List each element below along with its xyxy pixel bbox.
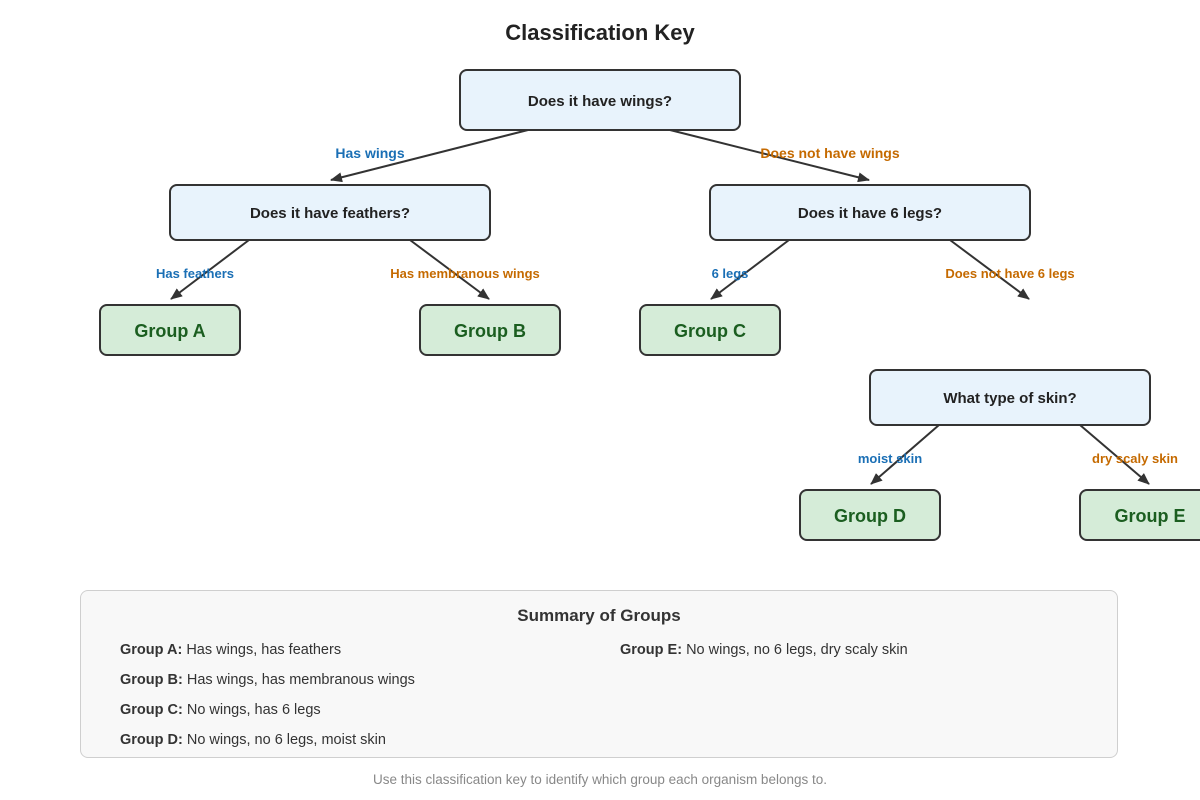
summary-item-desc: Has wings, has feathers <box>186 642 342 658</box>
summary-item-name: Group D: <box>120 732 183 748</box>
summary-item-group-a: Group A: Has wings, has feathers <box>120 642 341 658</box>
summary-item-name: Group B: <box>120 672 183 688</box>
page-title: Classification Key <box>505 20 695 45</box>
node-label: Does it have feathers? <box>250 205 410 222</box>
edge-membranous <box>409 239 490 300</box>
summary-item-name: Group E: <box>620 642 683 658</box>
footer-note: Use this classification key to identify … <box>373 772 827 787</box>
edge-has-wings <box>330 129 529 183</box>
node-label: Group E <box>1115 506 1186 526</box>
node-group-c: Group C <box>639 304 781 356</box>
node-label: Group D <box>834 506 906 526</box>
summary-item-desc: No wings, no 6 legs, moist skin <box>186 732 386 748</box>
node-label: Group A <box>134 321 205 341</box>
summary-panel: Summary of Groups Group A: Has wings, ha… <box>80 590 1118 758</box>
edge-label-no-wings: Does not have wings <box>760 145 899 161</box>
summary-item-group-b: Group B: Has wings, has membranous wings <box>120 672 415 688</box>
node-label: Does it have 6 legs? <box>798 205 942 222</box>
edge-label-has-feathers: Has feathers <box>156 266 234 281</box>
node-label: Group B <box>454 321 526 341</box>
edge-label-moist-skin: moist skin <box>858 451 922 466</box>
node-skin-question: What type of skin? <box>869 369 1151 426</box>
summary-title: Summary of Groups <box>517 606 681 625</box>
edge-label-six-legs: 6 legs <box>712 266 749 281</box>
summary-item-desc: No wings, no 6 legs, dry scaly skin <box>686 642 908 658</box>
summary-item-group-e: Group E: No wings, no 6 legs, dry scaly … <box>620 642 908 658</box>
edge-label-membranous: Has membranous wings <box>390 266 540 281</box>
summary-item-name: Group A: <box>120 642 183 658</box>
summary-item-group-d: Group D: No wings, no 6 legs, moist skin <box>120 732 386 748</box>
edge-no-six-legs <box>949 239 1030 300</box>
edge-six-legs <box>710 239 790 300</box>
edge-moist-skin <box>870 424 940 485</box>
classification-tree: Classification Key Does it have wings? D… <box>99 20 1200 541</box>
summary-item-desc: Has wings, has membranous wings <box>186 672 415 688</box>
summary-item-group-c: Group C: No wings, has 6 legs <box>120 702 321 718</box>
summary-item-name: Group C: <box>120 702 183 718</box>
node-group-b: Group B <box>419 304 561 356</box>
summary-item-desc: No wings, has 6 legs <box>186 702 321 718</box>
node-label: Does it have wings? <box>528 93 672 110</box>
node-label: Group C <box>674 321 746 341</box>
edge-no-wings <box>669 129 870 183</box>
node-wings-question: Does it have wings? <box>459 69 741 131</box>
node-group-a: Group A <box>99 304 241 356</box>
node-legs-question: Does it have 6 legs? <box>709 184 1031 241</box>
node-label: What type of skin? <box>943 390 1076 407</box>
edge-label-has-wings: Has wings <box>335 145 404 161</box>
edge-has-feathers <box>170 239 250 300</box>
node-group-e: Group E <box>1079 489 1200 541</box>
edge-dry-skin <box>1079 424 1150 485</box>
node-group-d: Group D <box>799 489 941 541</box>
node-feathers-question: Does it have feathers? <box>169 184 491 241</box>
edge-label-no-six-legs: Does not have 6 legs <box>945 266 1074 281</box>
edge-label-dry-skin: dry scaly skin <box>1092 451 1178 466</box>
